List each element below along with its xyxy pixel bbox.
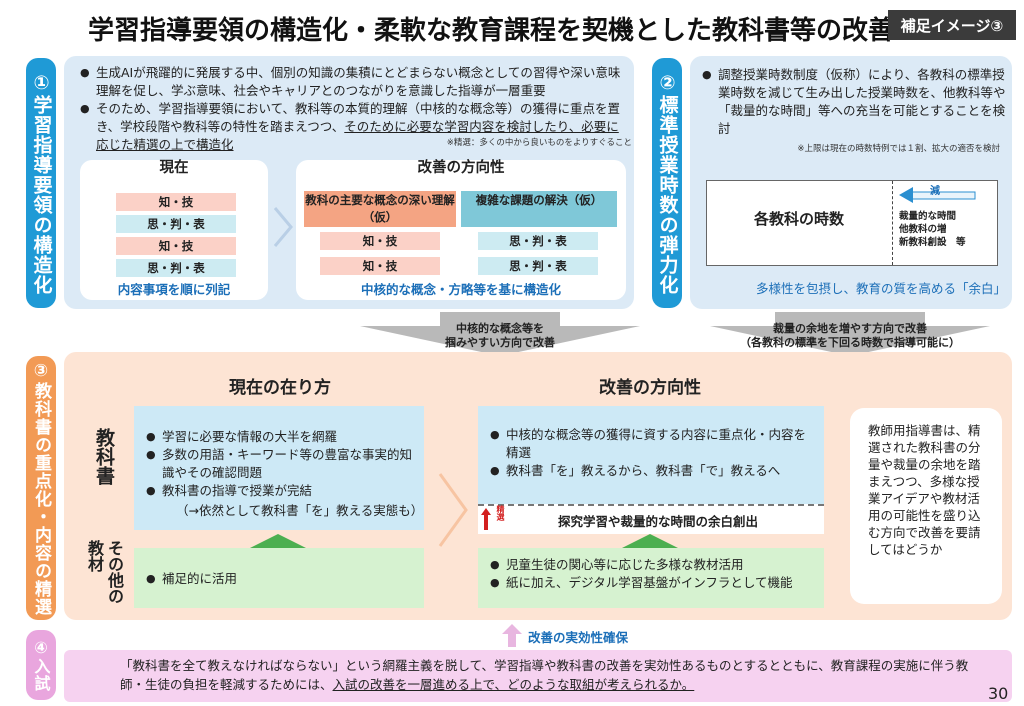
improved-other-item-2: 紙に加え、デジタル学習基盤がインフラとして機能 xyxy=(490,574,820,592)
improved-col1-item-2: 知・技 xyxy=(320,257,440,275)
hours-label: 各教科の時数 xyxy=(753,210,844,228)
improved-textbook-item-2: 教科書「を」教えるから、教科書「で」教えるへ xyxy=(490,462,816,480)
margin-box xyxy=(478,504,824,534)
current-other-item-1: 補足的に活用 xyxy=(146,570,406,588)
improved-col2-item-1: 思・判・表 xyxy=(478,232,598,250)
current-textbook-item-1: 学習に必要な情報の大半を網羅 xyxy=(146,428,420,446)
arrow-right-line2: （各教科の標準を下回る時数で指導可能に） xyxy=(740,336,960,349)
reduce-arrow xyxy=(897,185,977,205)
current-caption: 内容事項を順に列記 xyxy=(117,282,231,297)
section1-bullet-2-underlined: そのために必要な学習内容を検討したり、必要に応じた精選の上で構造化 xyxy=(96,119,619,152)
section2-bullet: 調整授業時数制度（仮称）により、各教科の標準授業時数を減じて生み出した授業時数を… xyxy=(702,66,1007,138)
section4-panel xyxy=(64,650,1012,702)
page-title: 学習指導要領の構造化・柔軟な教育課程を契機とした教科書等の改善 xyxy=(88,16,895,46)
triangle-up-right-icon xyxy=(622,534,678,548)
section4-label: ④入試 xyxy=(26,630,56,700)
page-number: 30 xyxy=(988,684,1009,703)
supplement-badge: 補足イメージ③ xyxy=(888,10,1016,40)
triangle-up-left-icon xyxy=(250,534,306,548)
improved-caption: 中核的な概念・方略等を基に構造化 xyxy=(360,282,561,297)
improved-textbook-item-1: 中核的な概念等の獲得に資する内容に重点化・内容を精選 xyxy=(490,426,816,462)
current-item-3: 知・技 xyxy=(116,237,236,255)
side-lines: 裁量的な時間 他教科の増 新教科創設 等 xyxy=(899,210,999,249)
improved-col1-item-1: 知・技 xyxy=(320,232,440,250)
section2-bullets: 調整授業時数制度（仮称）により、各教科の標準授業時数を減じて生み出した授業時数を… xyxy=(702,66,1007,138)
arrow-left-line1: 中核的な概念等を xyxy=(456,322,544,335)
arrow-right-line1: 裁量の余地を増やす方向で改善 xyxy=(773,322,927,335)
arrow-left-line2: 掴みやすい方向で改善 xyxy=(445,336,555,349)
textbook-label: 教科書 xyxy=(93,428,115,485)
section2-note: ※上限は現在の時数特例では１割、拡大の適否を検討 xyxy=(797,144,1000,154)
current-state-heading: 現在の在り方 xyxy=(229,378,331,398)
current-other-list: 補足的に活用 xyxy=(146,570,406,588)
section1-bullet-2-text: そのため、学習指導要領において、教科等の本質的理解（中核的な概念等）の獲得に重点… xyxy=(96,101,621,134)
arrow-caption: 改善の実効性確保 xyxy=(528,630,629,645)
current-heading: 現在 xyxy=(159,160,189,176)
side-line-2: 他教科の増 xyxy=(899,224,947,235)
section1-bullet-2: そのため、学習指導要領において、教科等の本質的理解（中核的な概念等）の獲得に重点… xyxy=(80,100,625,154)
arrow-down-right-icon xyxy=(710,312,990,356)
section1-note: ※精選：多くの中から良いものをよりすぐること xyxy=(446,138,632,148)
current-item-4: 思・判・表 xyxy=(116,259,236,277)
current-textbook-item-3: 教科書の指導で授業が完結 xyxy=(146,482,420,500)
section2-caption: 多様性を包摂し、教育の質を高める「余白」 xyxy=(755,281,1006,296)
hours-divider xyxy=(892,181,893,265)
arrow-up-icon xyxy=(481,508,491,530)
reduce-label: 減 xyxy=(930,186,940,197)
chevron-right-large-icon xyxy=(438,473,468,547)
improved-col2-title: 複雑な課題の解決（仮） xyxy=(461,191,617,227)
improved-card xyxy=(296,160,626,300)
arrow-right-text: 裁量の余地を増やす方向で改善 （各教科の標準を下回る時数で指導可能に） xyxy=(700,322,1000,350)
side-line-1: 裁量的な時間 xyxy=(899,211,957,222)
section4-text: 「教科書を全て教えなければならない」という網羅主義を脱して、学習指導や教科書の改… xyxy=(120,656,980,694)
improved-col2-item-2: 思・判・表 xyxy=(478,257,598,275)
arrow-up-pink-icon xyxy=(502,624,522,647)
improved-other-item-1: 児童生徒の関心等に応じた多様な教材活用 xyxy=(490,556,820,574)
current-textbook-item-2: 多数の用語・キーワード等の豊富な事実的知識やその確認問題 xyxy=(146,446,420,482)
chevron-right-icon xyxy=(273,207,293,247)
arrow-left-text: 中核的な概念等を 掴みやすい方向で改善 xyxy=(420,322,580,350)
improved-heading: 改善の方向性 xyxy=(417,160,505,176)
arrow-down-left-icon xyxy=(360,312,640,356)
section2-label: ②標準授業時数の弾力化 xyxy=(652,58,682,308)
section4-text-part2: 入試の改善を一層進める上で、どのような取組が考えられるか。 xyxy=(332,677,695,692)
side-note-text: 教師用指導書は、精選された教科書の分量や裁量の余地を踏まえつつ、多様な授業アイデ… xyxy=(868,423,981,557)
current-item-1: 知・技 xyxy=(116,193,236,211)
side-line-3: 新教科創設 等 xyxy=(899,237,966,248)
arrow-left-icon xyxy=(899,187,976,203)
current-textbook-list: 学習に必要な情報の大半を網羅 多数の用語・キーワード等の豊富な事実的知識やその確… xyxy=(146,428,420,500)
section1-label: ①学習指導要領の構造化 xyxy=(26,58,56,308)
seisen-label: 精選 xyxy=(496,505,505,521)
margin-line: 探究学習や裁量的な時間の余白創出 xyxy=(557,514,758,529)
section3-label: ③教科書の重点化・内容の精選 xyxy=(26,356,56,620)
improved-direction-heading: 改善の方向性 xyxy=(599,378,701,398)
section4-text-part1: 「教科書を全て教えなければならない」という網羅主義を脱して、学習指導や教科書の改… xyxy=(120,658,969,692)
section1-bullet-1: 生成AIが飛躍的に発展する中、個別の知識の集積にとどまらない概念としての習得や深… xyxy=(80,64,625,100)
improved-textbook-list: 中核的な概念等の獲得に資する内容に重点化・内容を精選 教科書「を」教えるから、教… xyxy=(490,426,816,480)
improved-col1-title: 教科の主要な概念の深い理解（仮） xyxy=(304,191,456,227)
current-item-2: 思・判・表 xyxy=(116,215,236,233)
current-textbook-item-4: （→依然として教科書「を」教える実態も） xyxy=(176,503,424,518)
section1-bullets: 生成AIが飛躍的に発展する中、個別の知識の集積にとどまらない概念としての習得や深… xyxy=(80,64,625,154)
other-materials-label: その他の教材 xyxy=(85,540,124,604)
improved-other-list: 児童生徒の関心等に応じた多様な教材活用 紙に加え、デジタル学習基盤がインフラとし… xyxy=(490,556,820,592)
side-note-card xyxy=(850,408,1002,604)
